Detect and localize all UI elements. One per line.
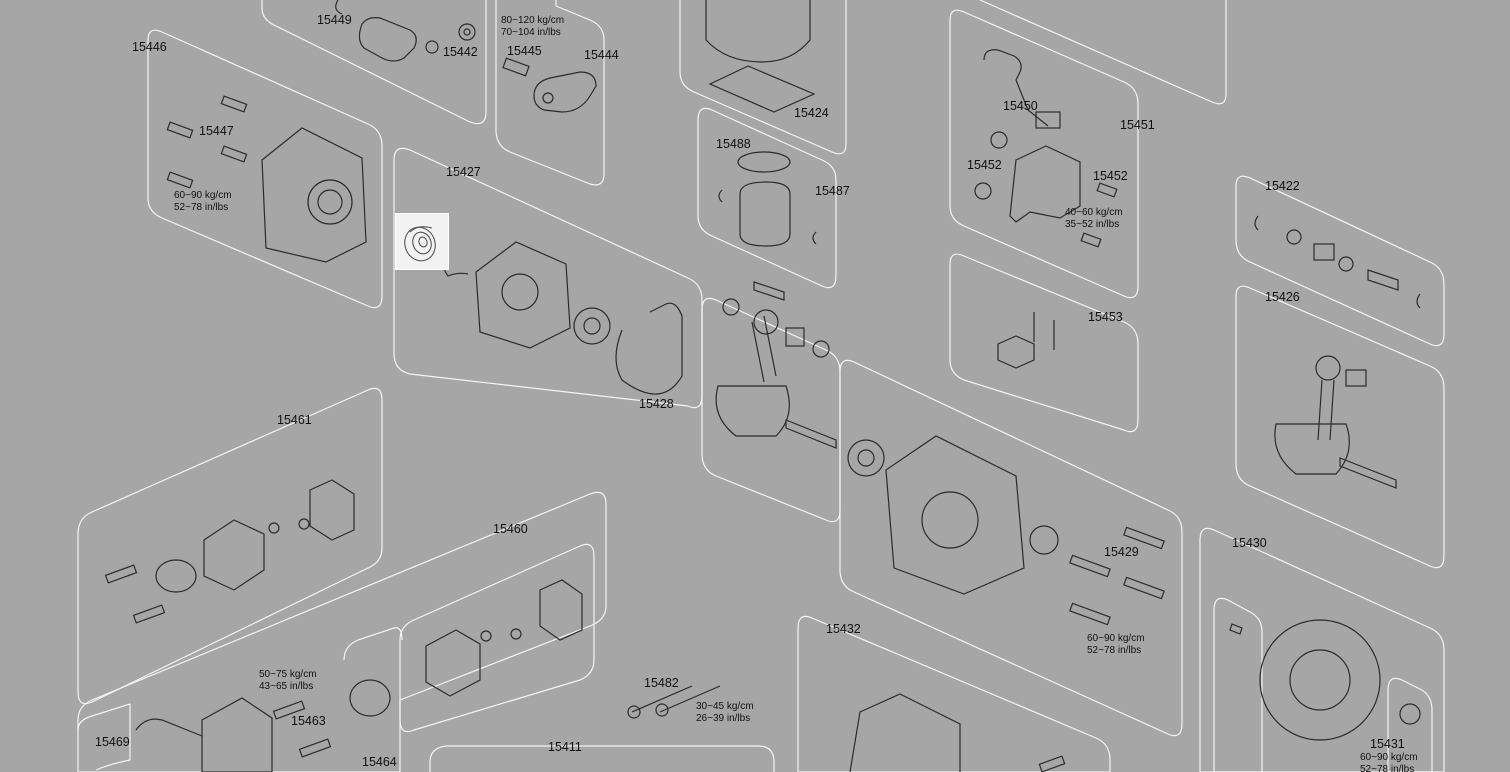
part-label-15451[interactable]: 15451 (1120, 118, 1155, 132)
torque-lb: 52~78 in/lbs (1087, 645, 1142, 656)
part-label-15430[interactable]: 15430 (1232, 536, 1267, 550)
part-label-15447[interactable]: 15447 (199, 124, 234, 138)
part-label-15450[interactable]: 15450 (1003, 99, 1038, 113)
panel-crank (701, 297, 841, 523)
part-label-15426[interactable]: 15426 (1265, 290, 1300, 304)
torque-kg: 80~120 kg/cm (501, 15, 565, 26)
panel-15453 (949, 253, 1139, 433)
part-label-15432[interactable]: 15432 (826, 622, 861, 636)
clutch-part (358, 17, 417, 62)
torque-lb: 52~78 in/lbs (174, 202, 229, 213)
part-label-15429[interactable]: 15429 (1104, 545, 1139, 559)
panel-15430 (1199, 527, 1445, 772)
panel-15461 (77, 387, 383, 705)
clutch-cover (261, 127, 367, 263)
part-label-15452-b[interactable]: 15452 (1093, 169, 1128, 183)
panel-15424 (679, 0, 847, 155)
panel-15429 (839, 359, 1183, 737)
panel-15460-inner (399, 543, 595, 733)
torque-kg: 50~75 kg/cm (259, 669, 317, 680)
oil-seal (1029, 525, 1059, 555)
torque-spec-15452: 40~60 kg/cm 35~52 in/lbs (1065, 207, 1123, 231)
crankshaft (751, 315, 777, 383)
torque-spec-15431: 60~90 kg/cm 52~78 in/lbs (1360, 752, 1418, 772)
part-label-15424[interactable]: 15424 (794, 106, 829, 120)
piston (739, 181, 791, 247)
torque-lb: 26~39 in/lbs (696, 713, 751, 724)
panel-15446 (147, 29, 383, 309)
panel-15432 (797, 615, 1111, 772)
panel-top-right (979, 0, 1227, 105)
torque-spec-15482: 30~45 kg/cm 26~39 in/lbs (696, 701, 754, 725)
panel-15430-inner (1213, 597, 1263, 772)
spark-cap (983, 49, 1049, 127)
part-label-15449[interactable]: 15449 (317, 13, 352, 27)
part-label-15452-a[interactable]: 15452 (967, 158, 1002, 172)
panel-15451 (949, 9, 1139, 299)
part-label-15446[interactable]: 15446 (132, 40, 167, 54)
part-label-15461[interactable]: 15461 (277, 413, 312, 427)
part-label-15445[interactable]: 15445 (507, 44, 542, 58)
torque-kg: 60~90 kg/cm (1360, 752, 1418, 763)
intake-gasket (309, 479, 355, 541)
part-label-15460[interactable]: 15460 (493, 522, 528, 536)
panel-15426 (1235, 285, 1445, 569)
panel-15427 (393, 147, 703, 409)
stop-switch (997, 335, 1035, 369)
torque-spec-15445: 80~120 kg/cm 70~104 in/lbs (501, 15, 564, 39)
bearing-icon (404, 226, 436, 262)
part-label-15487[interactable]: 15487 (815, 184, 850, 198)
crankcase-left (475, 241, 571, 349)
torque-lb: 43~65 in/lbs (259, 681, 314, 692)
torque-spec-15429: 60~90 kg/cm 52~78 in/lbs (1087, 633, 1145, 657)
crankcase-bearing (847, 439, 885, 477)
cylinder-part (705, 0, 811, 63)
part-label-15469[interactable]: 15469 (95, 735, 130, 749)
panel-15445 (495, 0, 605, 186)
panel-15431 (1387, 677, 1433, 772)
piston-ring (737, 151, 791, 173)
torque-lb: 35~52 in/lbs (1065, 219, 1120, 230)
part-label-15428[interactable]: 15428 (639, 397, 674, 411)
part-label-15422[interactable]: 15422 (1265, 179, 1300, 193)
torque-lb: 52~78 in/lbs (1360, 764, 1415, 772)
crankcase-right (885, 435, 1025, 595)
crankcase-gasket (615, 302, 683, 395)
panel-15463 (343, 627, 403, 661)
panel-15449 (261, 0, 487, 125)
part-label-15482[interactable]: 15482 (644, 676, 679, 690)
selected-bearing-hotspot[interactable] (395, 213, 449, 270)
part-label-15463[interactable]: 15463 (291, 714, 326, 728)
torque-spec-15463: 50~75 kg/cm 43~65 in/lbs (259, 669, 317, 693)
piston-pin (753, 281, 785, 301)
panel-15422 (1235, 175, 1445, 347)
bracket-part (533, 71, 597, 113)
panel-15411 (429, 745, 775, 772)
main-bearing (573, 307, 611, 345)
torque-kg: 60~90 kg/cm (1087, 633, 1145, 644)
panel-15469 (77, 703, 131, 771)
part-label-15464[interactable]: 15464 (362, 755, 397, 769)
torque-lb: 70~104 in/lbs (501, 27, 561, 38)
part-label-15453[interactable]: 15453 (1088, 310, 1123, 324)
cylinder-gasket (708, 65, 816, 113)
flywheel (1259, 619, 1381, 741)
part-label-15431[interactable]: 15431 (1370, 737, 1405, 751)
part-label-15411[interactable]: 15411 (548, 740, 582, 754)
torque-kg: 30~45 kg/cm (696, 701, 754, 712)
part-label-15488[interactable]: 15488 (716, 137, 751, 151)
part-label-15444[interactable]: 15444 (584, 48, 619, 62)
ignition-coil (1009, 145, 1081, 223)
torque-spec-15447: 60~90 kg/cm 52~78 in/lbs (174, 190, 232, 214)
panel-15488 (697, 107, 837, 289)
intake-adapter (203, 519, 265, 591)
carburetor (201, 697, 273, 772)
part-label-15427[interactable]: 15427 (446, 165, 481, 179)
part-label-15442[interactable]: 15442 (443, 45, 478, 59)
torque-kg: 40~60 kg/cm (1065, 207, 1123, 218)
torque-kg: 60~90 kg/cm (174, 190, 232, 201)
